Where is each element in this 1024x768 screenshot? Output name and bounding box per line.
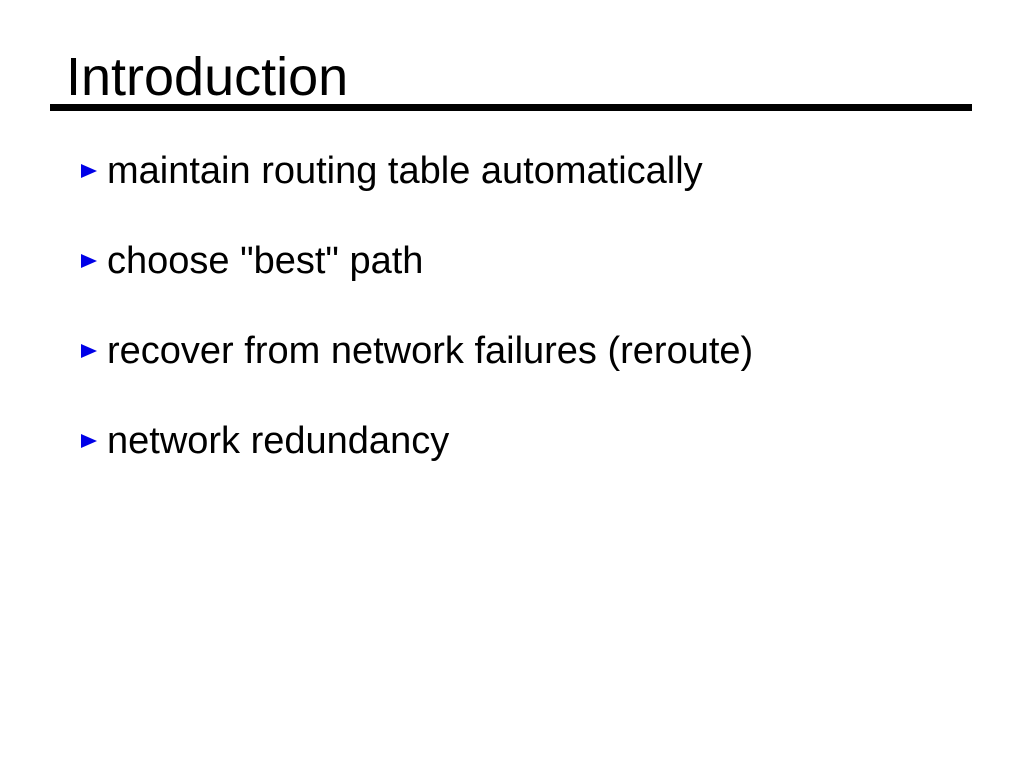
- bullet-text: recover from network failures (reroute): [107, 330, 754, 372]
- list-item: recover from network failures (reroute): [81, 329, 753, 373]
- triangle-right-icon: [81, 344, 97, 358]
- bullet-text: choose "best" path: [107, 240, 424, 282]
- list-item: network redundancy: [81, 419, 753, 463]
- list-item: choose "best" path: [81, 239, 753, 283]
- page-title: Introduction: [66, 47, 349, 107]
- bullet-text: maintain routing table automatically: [107, 150, 703, 192]
- triangle-right-icon: [81, 164, 97, 178]
- triangle-right-icon: [81, 254, 97, 268]
- bullet-text: network redundancy: [107, 420, 450, 462]
- list-item: maintain routing table automatically: [81, 149, 753, 193]
- title-underline-rule: [50, 104, 972, 111]
- bullet-list: maintain routing table automatically cho…: [81, 149, 753, 463]
- triangle-right-icon: [81, 434, 97, 448]
